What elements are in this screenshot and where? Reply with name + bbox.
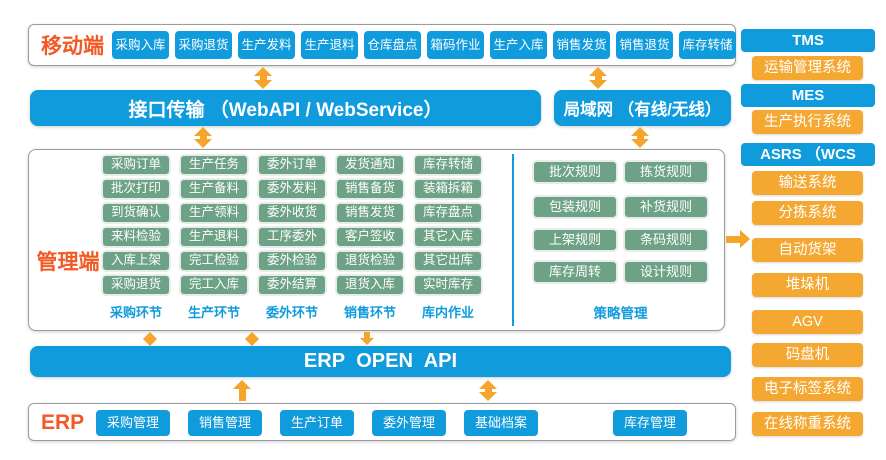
column-footer: 库内作业 [421, 305, 474, 320]
system-chip: 自动货架 [752, 238, 863, 262]
purchase-column: 采购订单 批次打印 到货确认 来料检验 入库上架 采购退货 [102, 155, 170, 299]
column-footer: 委外环节 [265, 305, 318, 320]
module-chip: 生产退料 [180, 227, 248, 247]
system-chip: 运输管理系统 [752, 56, 863, 80]
erp-open-api-bar: ERP OPEN API [30, 346, 731, 377]
system-chip: 在线称重系统 [752, 412, 863, 436]
module-chip: 客户签收 [336, 227, 404, 247]
arrow-management-erpapi [244, 332, 259, 346]
module-chip: 装箱拆箱 [414, 179, 482, 199]
erp-module-chip: 库存管理 [613, 410, 687, 436]
management-panel: 管理端 采购订单 批次打印 到货确认 来料检验 入库上架 采购退货 采购环节 生… [28, 149, 725, 331]
arrow-mobile-interface [254, 67, 272, 89]
arrow-management-erpapi-down [359, 332, 374, 345]
management-label: 管理端 [36, 251, 100, 274]
system-chip-agv: AGV [752, 310, 863, 334]
mobile-module-chip: 采购入库 [112, 31, 169, 59]
arrow-management-devices [726, 230, 750, 248]
module-chip: 完工检验 [180, 251, 248, 271]
mobile-module-chip: 生产发料 [238, 31, 295, 59]
arrow-mobile-lan [589, 67, 607, 89]
production-column: 生产任务 生产备料 生产领料 生产退料 完工检验 完工入库 [180, 155, 248, 299]
module-chip: 来料检验 [102, 227, 170, 247]
module-chip: 委外订单 [258, 155, 326, 175]
module-chip: 销售备货 [336, 179, 404, 199]
mobile-module-chip: 箱码作业 [427, 31, 484, 59]
module-chip: 批次打印 [102, 179, 170, 199]
erp-module-chip: 生产订单 [280, 410, 354, 436]
mobile-module-chip: 销售退货 [616, 31, 673, 59]
system-chip: 生产执行系统 [752, 110, 863, 134]
module-chip: 委外检验 [258, 251, 326, 271]
outsourcing-column: 委外订单 委外发料 委外收货 工序委外 委外检验 委外结算 [258, 155, 326, 299]
mobile-module-chip: 生产入库 [490, 31, 547, 59]
module-chip: 发货通知 [336, 155, 404, 175]
arrow-lan-management [631, 127, 649, 148]
module-chip: 生产任务 [180, 155, 248, 175]
system-chip-mes: MES [741, 84, 875, 107]
module-chip: 销售发货 [336, 203, 404, 223]
strategy-chip: 库存周转 [533, 261, 617, 283]
strategy-chip: 包装规则 [533, 196, 617, 218]
module-chip: 库存转储 [414, 155, 482, 175]
column-footer: 销售环节 [343, 305, 396, 320]
warehouse-column: 库存转储 装箱拆箱 库存盘点 其它入库 其它出库 实时库存 [414, 155, 482, 299]
mobile-label: 移动端 [41, 35, 104, 58]
strategy-chip: 拣货规则 [624, 161, 708, 183]
erp-module-chip: 基础档案 [464, 410, 538, 436]
erp-module-chip: 采购管理 [96, 410, 170, 436]
module-chip: 生产领料 [180, 203, 248, 223]
module-chip: 采购订单 [102, 155, 170, 175]
module-chip: 退货入库 [336, 275, 404, 295]
system-chip: 堆垛机 [752, 273, 863, 297]
module-chip: 其它入库 [414, 227, 482, 247]
mobile-module-chip: 采购退货 [175, 31, 232, 59]
module-chip: 委外发料 [258, 179, 326, 199]
system-chip: 输送系统 [752, 171, 863, 195]
strategy-separator [512, 154, 514, 326]
arrow-management-erpapi [142, 332, 157, 346]
erp-label: ERP [41, 411, 85, 434]
system-chip-asrs: ASRS （WCS [741, 143, 875, 166]
arrow-erp-erpapi [479, 380, 497, 401]
erp-panel: ERP 采购管理 销售管理 生产订单 委外管理 基础档案 库存管理 [28, 403, 736, 441]
module-chip: 实时库存 [414, 275, 482, 295]
module-chip: 委外收货 [258, 203, 326, 223]
system-chip: 码盘机 [752, 343, 863, 367]
interface-transport-bar: 接口传输 （WebAPI / WebService） [30, 90, 541, 126]
erp-module-chip: 销售管理 [188, 410, 262, 436]
module-chip: 其它出库 [414, 251, 482, 271]
system-chip: 分拣系统 [752, 201, 863, 225]
strategy-chip: 条码规则 [624, 229, 708, 251]
strategy-footer: 策略管理 [593, 306, 648, 321]
mobile-module-chip: 仓库盘点 [364, 31, 421, 59]
arrow-interface-management [194, 127, 212, 148]
mobile-module-chip: 生产退料 [301, 31, 358, 59]
module-chip: 到货确认 [102, 203, 170, 223]
module-chip: 生产备料 [180, 179, 248, 199]
strategy-chip: 上架规则 [533, 229, 617, 251]
erp-module-chip: 委外管理 [372, 410, 446, 436]
lan-bar: 局域网 （有线/无线） [554, 90, 731, 126]
strategy-chip: 批次规则 [533, 161, 617, 183]
column-footer: 生产环节 [187, 305, 240, 320]
strategy-chip: 补货规则 [624, 196, 708, 218]
module-chip: 完工入库 [180, 275, 248, 295]
sales-column: 发货通知 销售备货 销售发货 客户签收 退货检验 退货入库 [336, 155, 404, 299]
system-chip-tms: TMS [741, 29, 875, 52]
module-chip: 委外结算 [258, 275, 326, 295]
system-chip: 电子标签系统 [752, 377, 863, 401]
module-chip: 工序委外 [258, 227, 326, 247]
mobile-module-chip: 库存转储 [679, 31, 736, 59]
module-chip: 退货检验 [336, 251, 404, 271]
module-chip: 入库上架 [102, 251, 170, 271]
module-chip: 库存盘点 [414, 203, 482, 223]
module-chip: 采购退货 [102, 275, 170, 295]
arrow-erp-erpapi-up [233, 380, 251, 401]
column-footer: 采购环节 [109, 305, 162, 320]
mobile-panel: 移动端 采购入库 采购退货 生产发料 生产退料 仓库盘点 箱码作业 生产入库 销… [28, 24, 736, 66]
strategy-chip: 设计规则 [624, 261, 708, 283]
mobile-module-chip: 销售发货 [553, 31, 610, 59]
